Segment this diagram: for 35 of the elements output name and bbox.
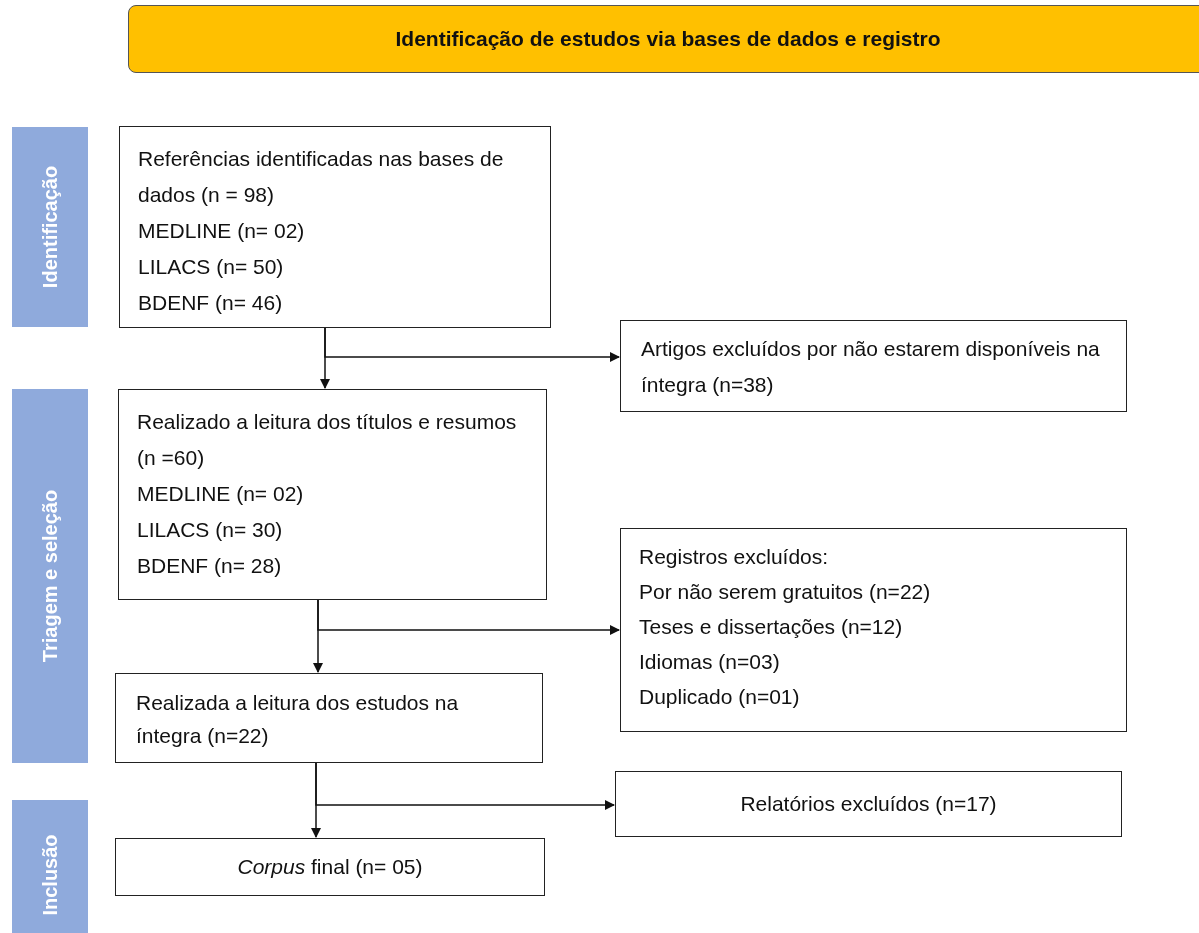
stage-band: [12, 800, 88, 933]
box-text: Por não serem gratuitos (n=22): [639, 579, 932, 605]
arrow: [317, 599, 620, 635]
process-box: [115, 673, 543, 763]
title-banner: [128, 5, 1199, 73]
stage-band: [12, 127, 88, 327]
process-box: [118, 389, 547, 600]
process-box: [615, 771, 1122, 837]
box-text: Corpus final (n= 05): [237, 854, 423, 880]
box-text: Idiomas (n=03): [639, 649, 781, 675]
stage-label: Identificação: [38, 165, 62, 289]
title-text: Identificação de estudos via bases de dados e registro: [395, 27, 941, 51]
box-text: Relatórios excluídos (n=17): [740, 791, 997, 817]
process-box: [115, 838, 545, 896]
stage-label: Triagem e seleção: [38, 489, 62, 663]
arrow: [324, 327, 620, 362]
box-text: Duplicado (n=01): [639, 684, 801, 710]
box-text: MEDLINE (n= 02): [137, 481, 305, 507]
stage-band: [12, 389, 88, 763]
box-text: Realizada a leitura dos estudos na íntegra (n=22): [136, 690, 460, 749]
arrow: [315, 762, 615, 810]
box-text: Registros excluídos:: [639, 544, 830, 570]
box-text: Artigos excluídos por não estarem disponíveis na íntegra (n=38): [641, 336, 1101, 398]
box-text: Teses e dissertações (n=12): [639, 614, 904, 640]
box-text: MEDLINE (n= 02): [138, 218, 306, 244]
box-text: Realizado a leitura dos títulos e resumos (n =60): [137, 409, 518, 471]
box-text: BDENF (n= 46): [138, 290, 284, 316]
box-text: BDENF (n= 28): [137, 553, 283, 579]
stage-label: Inclusão: [38, 834, 62, 916]
box-text: LILACS (n= 30): [137, 517, 284, 543]
box-text: Referências identificadas nas bases de dados (n = 98): [138, 146, 505, 208]
process-box: [620, 528, 1127, 732]
box-text: LILACS (n= 50): [138, 254, 285, 280]
process-box: [119, 126, 551, 328]
process-box: [620, 320, 1127, 412]
